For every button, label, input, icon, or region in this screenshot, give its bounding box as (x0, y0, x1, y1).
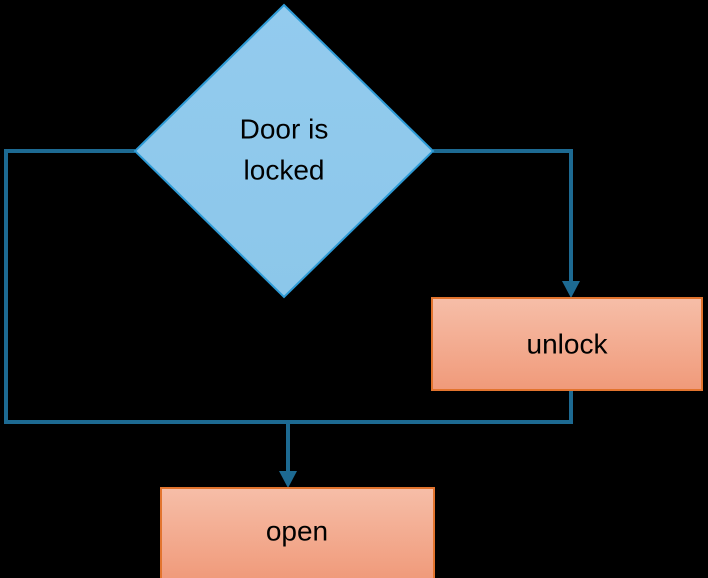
node-label-line1: Door is (240, 113, 329, 144)
rectangle-shape[interactable] (431, 297, 703, 391)
node-label-unlock: unlock (527, 328, 609, 359)
edge-unlock-to-open (288, 390, 573, 424)
edge-locked-to-open (4, 149, 297, 488)
edge-line (288, 390, 573, 424)
edge-line (433, 149, 573, 288)
diamond-shape[interactable] (133, 3, 435, 299)
edge-locked-to-unlock (433, 149, 580, 298)
node-decision-door-locked[interactable]: Door is locked (133, 3, 435, 299)
node-process-open[interactable]: open (160, 487, 435, 578)
arrowhead-icon (562, 281, 580, 298)
arrowhead-icon (279, 471, 297, 488)
node-label-line2: locked (244, 154, 325, 185)
rectangle-shape[interactable] (160, 487, 435, 578)
node-process-unlock[interactable]: unlock (431, 297, 703, 391)
node-label-open: open (266, 515, 328, 546)
edge-line (4, 149, 290, 478)
